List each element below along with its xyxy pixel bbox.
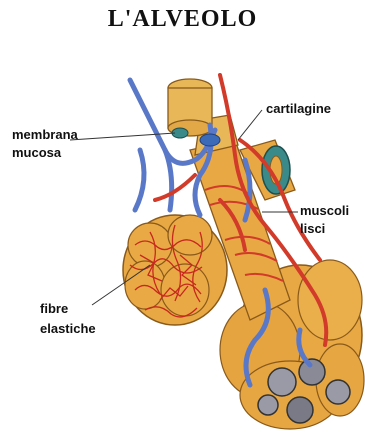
label-elastiche: elastiche: [40, 320, 96, 338]
page-title: L'ALVEOLO: [0, 6, 365, 33]
alveolus-chamber: [258, 395, 278, 415]
alveolus-chamber: [287, 397, 313, 423]
alveolus-chamber: [326, 380, 350, 404]
label-cartilagine: cartilagine: [266, 100, 331, 118]
leader-line-cartilagine: [238, 110, 262, 140]
label-mucosa: mucosa: [12, 144, 61, 162]
label-membrana: membrana: [12, 126, 78, 144]
label-muscoli: muscoli: [300, 202, 349, 220]
label-lisci: lisci: [300, 220, 325, 238]
alveolar-sac-left: [123, 215, 227, 325]
label-fibre: fibre: [40, 300, 68, 318]
alveolus-chamber: [299, 359, 325, 385]
alveolus-chamber: [268, 368, 296, 396]
